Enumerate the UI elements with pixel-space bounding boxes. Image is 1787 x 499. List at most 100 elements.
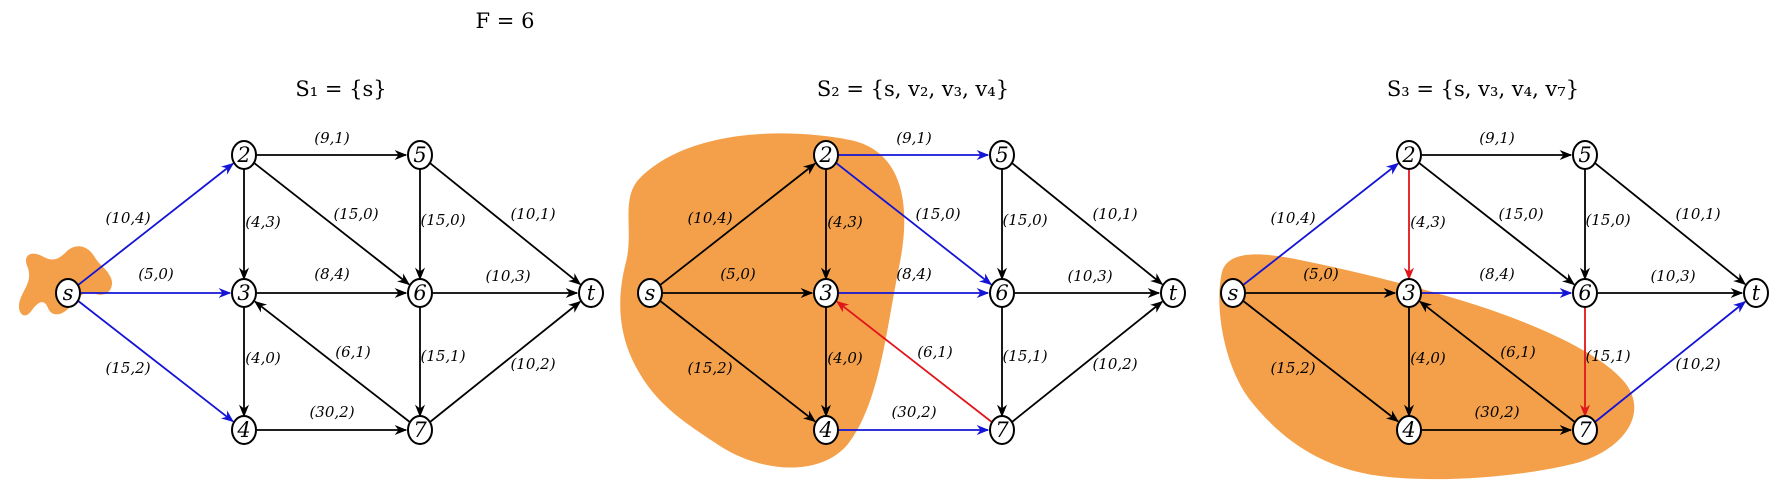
edge-label-s-3: (5,0) bbox=[1303, 265, 1339, 283]
node-t bbox=[578, 278, 604, 308]
edge-2-6 bbox=[1418, 162, 1575, 286]
edge-label-4-7: (30,2) bbox=[309, 403, 354, 421]
edge-label-s-4: (15,2) bbox=[105, 359, 150, 377]
node-label-2: 2 bbox=[236, 143, 250, 167]
node-label-4: 4 bbox=[1401, 418, 1415, 442]
edge-label-7-3: (6,1) bbox=[1500, 343, 1536, 361]
edge-5-t bbox=[429, 162, 582, 285]
node-label-6: 6 bbox=[413, 281, 426, 305]
edge-label-2-6: (15,0) bbox=[333, 205, 378, 223]
edge-5-t bbox=[1594, 162, 1747, 285]
panel-title: S₂ = {s, v₂, v₃, v₄} bbox=[817, 77, 1009, 101]
edge-7-3 bbox=[836, 300, 993, 423]
edge-label-2-3: (4,3) bbox=[827, 213, 863, 231]
edge-s-4 bbox=[659, 300, 816, 423]
node-3 bbox=[231, 278, 257, 308]
edge-label-2-3: (4,3) bbox=[245, 213, 281, 231]
node-label-4: 4 bbox=[236, 418, 250, 442]
panel-title: S₃ = {s, v₃, v₄, v₇} bbox=[1387, 77, 1579, 101]
node-label-2: 2 bbox=[1401, 143, 1415, 167]
edge-5-t bbox=[1011, 162, 1164, 285]
edge-label-3-6: (8,4) bbox=[314, 265, 350, 283]
edge-label-6-7: (15,1) bbox=[1002, 347, 1047, 365]
panel-s2: S₂ = {s, v₂, v₃, v₄} (10,4)(5,0)(15,2)(9… bbox=[620, 77, 1186, 468]
edge-label-7-t: (10,2) bbox=[1092, 355, 1137, 373]
node-label-5: 5 bbox=[413, 143, 426, 167]
edge-s-2 bbox=[77, 162, 234, 286]
node-s bbox=[637, 278, 663, 308]
node-6 bbox=[407, 278, 433, 308]
node-label-5: 5 bbox=[995, 143, 1008, 167]
node-4 bbox=[813, 415, 839, 445]
edge-label-5-6: (15,0) bbox=[1002, 211, 1047, 229]
edge-s-2 bbox=[1242, 162, 1399, 286]
node-label-7: 7 bbox=[995, 418, 1009, 442]
node-label-6: 6 bbox=[1578, 281, 1591, 305]
node-3 bbox=[813, 278, 839, 308]
edge-label-7-t: (10,2) bbox=[1675, 355, 1720, 373]
node-7 bbox=[407, 415, 433, 445]
node-5 bbox=[407, 140, 433, 170]
edge-label-s-2: (10,4) bbox=[1270, 209, 1315, 227]
edge-7-t bbox=[1594, 300, 1747, 423]
cut-region-blob bbox=[1219, 254, 1635, 480]
node-label-4: 4 bbox=[818, 418, 832, 442]
edge-label-2-5: (9,1) bbox=[1479, 129, 1515, 147]
node-4 bbox=[231, 415, 257, 445]
edge-label-4-7: (30,2) bbox=[1474, 403, 1519, 421]
node-label-t: t bbox=[1752, 281, 1761, 305]
node-label-7: 7 bbox=[1578, 418, 1592, 442]
edge-label-7-3: (6,1) bbox=[917, 343, 953, 361]
node-label-s: s bbox=[63, 281, 74, 305]
edge-label-3-6: (8,4) bbox=[896, 265, 932, 283]
node-6 bbox=[989, 278, 1015, 308]
edge-label-5-t: (10,1) bbox=[1675, 205, 1720, 223]
edge-label-5-t: (10,1) bbox=[1092, 205, 1137, 223]
edge-label-s-4: (15,2) bbox=[1270, 359, 1315, 377]
edge-label-5-6: (15,0) bbox=[420, 211, 465, 229]
edge-label-2-3: (4,3) bbox=[1410, 213, 1446, 231]
edge-label-2-6: (15,0) bbox=[1498, 205, 1543, 223]
node-t bbox=[1160, 278, 1186, 308]
edge-label-s-2: (10,4) bbox=[687, 209, 732, 227]
node-label-t: t bbox=[1169, 281, 1178, 305]
node-s bbox=[1220, 278, 1246, 308]
edge-2-6 bbox=[253, 162, 410, 286]
edge-s-2 bbox=[659, 162, 816, 286]
node-label-s: s bbox=[645, 281, 656, 305]
edge-label-s-3: (5,0) bbox=[138, 265, 174, 283]
edge-label-4-7: (30,2) bbox=[891, 403, 936, 421]
edge-label-s-2: (10,4) bbox=[105, 209, 150, 227]
edge-7-3 bbox=[254, 300, 411, 423]
node-label-7: 7 bbox=[413, 418, 427, 442]
edge-2-6 bbox=[835, 162, 992, 286]
panel-s1: S₁ = {s} (10,4)(5,0)(15,2)(9,1)(4,3)(15,… bbox=[18, 77, 604, 445]
node-label-3: 3 bbox=[1402, 281, 1415, 305]
edge-label-3-4: (4,0) bbox=[245, 349, 281, 367]
edge-s-4 bbox=[1242, 300, 1399, 423]
node-5 bbox=[989, 140, 1015, 170]
node-t bbox=[1743, 278, 1769, 308]
edge-label-6-t: (10,3) bbox=[485, 267, 530, 285]
edge-label-3-4: (4,0) bbox=[827, 349, 863, 367]
node-label-6: 6 bbox=[995, 281, 1008, 305]
panel-s3: S₃ = {s, v₃, v₄, v₇} (10,4) (5,0) (15,2) (9… bbox=[1219, 77, 1769, 480]
node-7 bbox=[1572, 415, 1598, 445]
edge-label-3-6: (8,4) bbox=[1479, 265, 1515, 283]
node-2 bbox=[1396, 140, 1422, 170]
node-label-3: 3 bbox=[237, 281, 250, 305]
edge-label-6-7: (15,1) bbox=[1585, 347, 1630, 365]
node-label-3: 3 bbox=[819, 281, 832, 305]
edge-7-t bbox=[429, 300, 582, 423]
node-s bbox=[55, 278, 81, 308]
node-2 bbox=[231, 140, 257, 170]
panel-title: S₁ = {s} bbox=[295, 77, 386, 101]
edge-s-4 bbox=[77, 300, 234, 423]
node-label-t: t bbox=[587, 281, 596, 305]
edge-label-5-t: (10,1) bbox=[510, 205, 555, 223]
edge-label-s-4: (15,2) bbox=[687, 359, 732, 377]
edge-label-s-3: (5,0) bbox=[720, 265, 756, 283]
edge-label-7-t: (10,2) bbox=[510, 355, 555, 373]
node-7 bbox=[989, 415, 1015, 445]
